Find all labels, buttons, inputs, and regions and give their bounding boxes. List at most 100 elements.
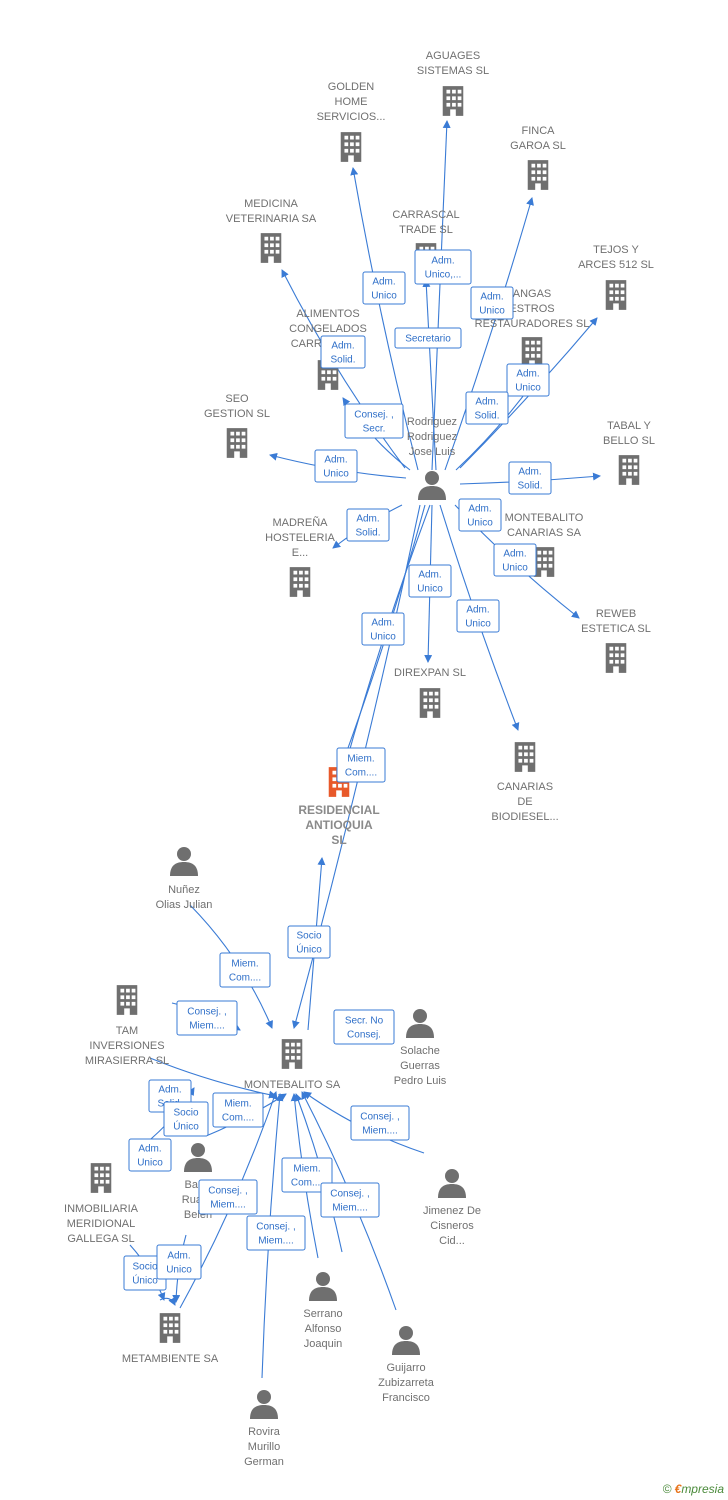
- person-icon: [309, 1272, 337, 1301]
- role-box-frame: [493, 543, 537, 577]
- role-box-frame: [458, 498, 502, 532]
- role-box-frame: [394, 327, 462, 349]
- role-box-6[interactable]: Adm.Unico: [506, 363, 550, 397]
- role-box-15[interactable]: Adm.Unico: [456, 599, 500, 633]
- person-icon: [392, 1326, 420, 1355]
- role-box-frame: [470, 286, 514, 320]
- role-box-frame: [336, 747, 386, 783]
- role-label: Socio: [173, 1108, 198, 1119]
- role-box-20[interactable]: Consej. ,Miem....: [176, 1000, 238, 1036]
- node-jimenez[interactable]: Jimenez DeCisnerosCid...: [423, 1169, 481, 1247]
- node-label-line: RESIDENCIAL: [298, 803, 379, 817]
- role-box-27[interactable]: Consej. ,Miem....: [246, 1215, 306, 1251]
- node-label-line: DE: [517, 796, 532, 808]
- node-label-line: Joaquin: [304, 1338, 343, 1350]
- role-box-frame: [350, 1105, 410, 1141]
- role-label: Unico: [465, 619, 491, 630]
- role-box-1[interactable]: Adm.Unico: [362, 271, 406, 305]
- role-box-8[interactable]: Adm.Solid.: [465, 391, 509, 425]
- role-box-28[interactable]: Miem.Com....: [281, 1157, 333, 1193]
- footer-brand: ©€mpresia: [663, 1482, 724, 1496]
- role-box-3[interactable]: Adm.Unico: [470, 286, 514, 320]
- role-box-16[interactable]: Adm.Unico: [361, 612, 405, 646]
- role-label: Adm.: [167, 1251, 190, 1262]
- role-box-frame: [344, 403, 404, 439]
- role-box-frame: [361, 612, 405, 646]
- role-box-9[interactable]: Adm.Unico: [314, 449, 358, 483]
- role-box-4[interactable]: Secretario: [394, 327, 462, 349]
- role-label: Socio: [132, 1262, 157, 1273]
- building-icon: [533, 547, 555, 577]
- role-label: Adm.: [331, 341, 354, 352]
- role-label: Secr. No: [345, 1016, 384, 1027]
- node-montebalito[interactable]: MONTEBALITO SA: [244, 1039, 341, 1091]
- node-label-line: ANGAS: [513, 288, 552, 300]
- building-icon: [442, 86, 464, 116]
- role-box-13[interactable]: Adm.Unico: [493, 543, 537, 577]
- node-label-line: TEJOS Y: [593, 244, 639, 256]
- role-box-32[interactable]: Adm.Unico: [156, 1244, 202, 1280]
- role-label: Único: [296, 943, 322, 956]
- role-box-frame: [506, 363, 550, 397]
- building-icon: [226, 428, 248, 458]
- role-box-12[interactable]: Adm.Unico: [458, 498, 502, 532]
- role-box-5[interactable]: Adm.Solid.: [320, 335, 366, 369]
- node-label-line: CARRASCAL: [392, 209, 459, 221]
- role-box-11[interactable]: Adm.Solid.: [346, 508, 390, 542]
- role-box-24[interactable]: Miem.Com....: [212, 1092, 264, 1128]
- role-box-2[interactable]: Adm.Unico,...: [414, 249, 472, 285]
- role-label: Unico,...: [425, 270, 462, 281]
- node-label-line: INVERSIONES: [89, 1040, 164, 1052]
- role-box-10[interactable]: Adm.Solid.: [508, 461, 552, 495]
- role-box-30[interactable]: Consej. ,Miem....: [350, 1105, 410, 1141]
- role-box-14[interactable]: Adm.Unico: [408, 564, 452, 598]
- role-label: Miem.: [347, 754, 374, 765]
- node-madrena[interactable]: MADREÑAHOSTELERIAE...: [265, 516, 336, 597]
- node-golden[interactable]: GOLDENHOMESERVICIOS...: [317, 81, 386, 162]
- role-label: Adm.: [372, 277, 395, 288]
- role-box-29[interactable]: Consej. ,Miem....: [320, 1182, 380, 1218]
- node-direxpan[interactable]: DIREXPAN SL: [394, 667, 466, 718]
- node-canarias_biodiesel[interactable]: CANARIASDEBIODIESEL...: [491, 742, 559, 823]
- node-label-line: HOME: [335, 96, 368, 108]
- role-box-19[interactable]: Miem.Com....: [219, 952, 271, 988]
- role-box-25[interactable]: Adm.Unico: [128, 1138, 172, 1172]
- node-label-line: MIRASIERRA SL: [85, 1055, 169, 1067]
- node-label-line: SISTEMAS SL: [417, 65, 489, 77]
- node-label-line: Solache: [400, 1045, 440, 1057]
- building-icon: [605, 280, 627, 310]
- node-label-line: ESTROS: [509, 303, 554, 315]
- role-box-26[interactable]: Consej. ,Miem....: [198, 1179, 258, 1215]
- building-icon: [618, 455, 640, 485]
- node-label-line: GALLEGA SL: [67, 1233, 134, 1245]
- role-label: Adm.: [418, 570, 441, 581]
- role-box-17[interactable]: Miem.Com....: [336, 747, 386, 783]
- node-label-line: Guerras: [400, 1060, 440, 1072]
- node-metambiente[interactable]: METAMBIENTE SA: [122, 1313, 219, 1365]
- role-label: Adm.: [356, 514, 379, 525]
- role-box-7[interactable]: Consej. ,Secr.: [344, 403, 404, 439]
